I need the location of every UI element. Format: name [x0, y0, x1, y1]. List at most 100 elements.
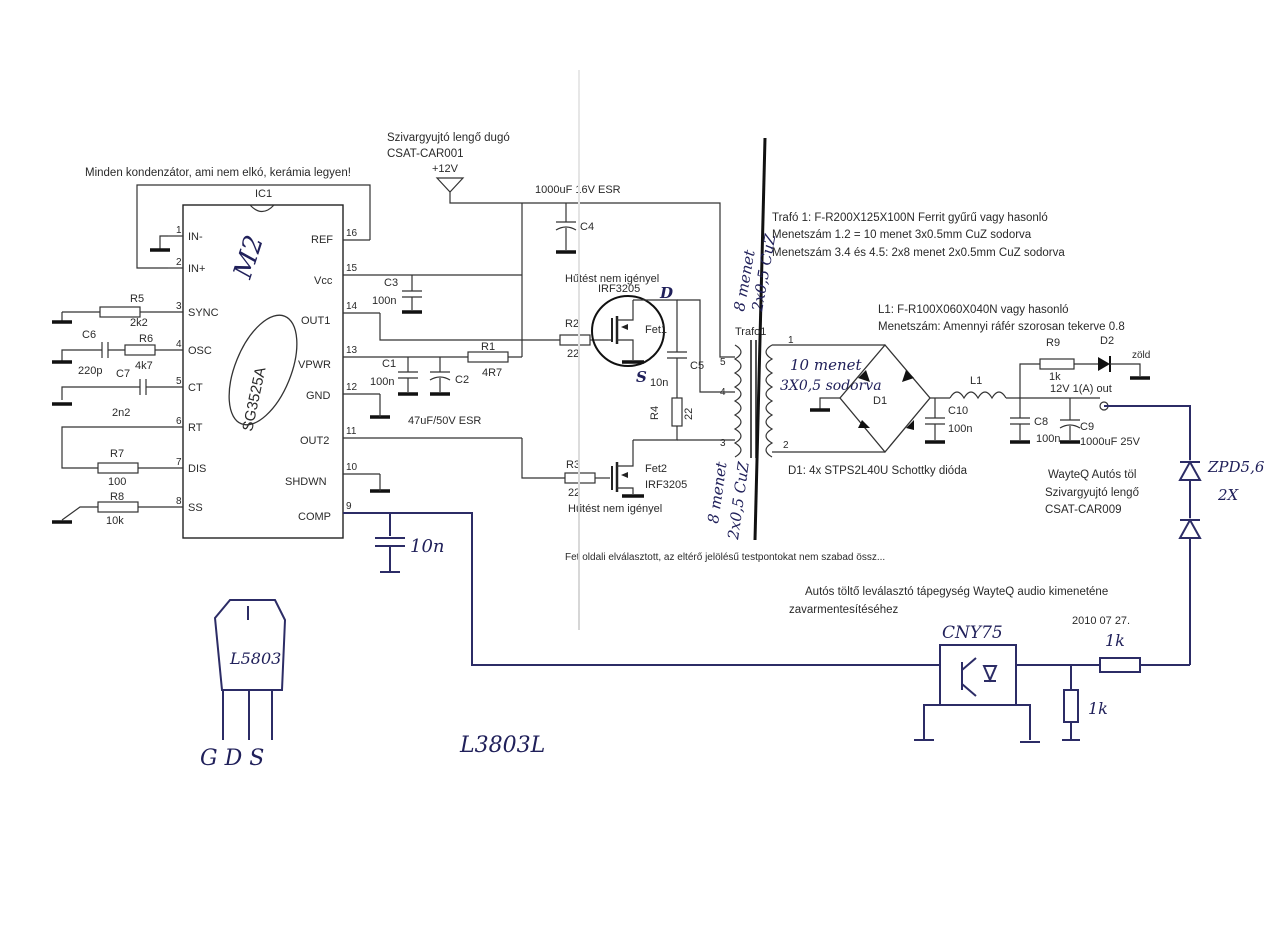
ic1-hand-circle — [228, 314, 298, 426]
supply-label: +12V — [432, 163, 459, 175]
fet2-ref: Fet2 — [645, 463, 667, 475]
c3-capacitor — [402, 275, 422, 310]
pin5-name: CT — [188, 382, 203, 394]
hand-regulator-label: L5803 — [229, 649, 281, 668]
c5-value: 10n — [650, 377, 668, 389]
hand-shunt-resistor-label: 1k — [1088, 699, 1108, 718]
r3-resistor — [564, 472, 596, 484]
paper-fold-line — [578, 70, 580, 630]
pin7-num: 7 — [176, 457, 182, 468]
c3-value: 100n — [372, 295, 396, 307]
fet2-cooling-note: Hűtést nem igényel — [568, 503, 662, 515]
comp-feedback-wire — [343, 512, 940, 666]
c7-value: 2n2 — [112, 407, 130, 419]
r6-ref: R6 — [139, 333, 153, 345]
trafo-pin3: 3 — [720, 438, 726, 449]
trafo-pin5: 5 — [720, 357, 726, 368]
c1-ref: C1 — [382, 358, 396, 370]
pin3-name: SYNC — [188, 307, 219, 319]
c9-ref: C9 — [1080, 421, 1094, 433]
hand-regulator-sketch — [213, 599, 287, 740]
r4-ref: R4 — [649, 406, 661, 420]
led-ground-wire — [1110, 363, 1141, 376]
capacitor-note: Minden kondenzátor, ami nem elkó, kerámi… — [85, 167, 351, 179]
out2-wire — [521, 438, 565, 479]
r2-value: 22 — [567, 348, 579, 360]
c2-ref: C2 — [455, 374, 469, 386]
pin5-num: 5 — [176, 376, 182, 387]
pin11-num: 11 — [346, 426, 357, 437]
pin16-name: REF — [311, 234, 333, 246]
c1-value: 100n — [370, 376, 394, 388]
led-branch-wire — [1019, 363, 1040, 398]
pin16-num: 16 — [346, 228, 358, 239]
opto-cathode-wire — [1016, 704, 1031, 740]
pin2-name: IN+ — [188, 263, 205, 275]
pin12-name: GND — [306, 390, 331, 402]
c6-value: 220p — [78, 365, 102, 377]
hand-opto-label: CNY75 — [942, 623, 1003, 643]
r8-value: 10k — [106, 515, 124, 527]
source-note-line3: CSAT-CAR009 — [1045, 504, 1121, 516]
pin14-num: 14 — [346, 301, 358, 312]
r9-resistor — [1039, 358, 1075, 370]
r1-ref: R1 — [481, 341, 495, 353]
opto-emitter-wire — [923, 704, 940, 740]
bridge-ground-wire — [819, 397, 840, 410]
c9-value: 1000uF 25V — [1080, 436, 1141, 448]
pin10-num: 10 — [346, 462, 358, 473]
hand-shunt-resistor — [1063, 689, 1079, 723]
pin15-num: 15 — [346, 263, 358, 274]
plug-label-line2: CSAT-CAR001 — [387, 148, 463, 160]
hand-source-label: S — [636, 368, 647, 386]
r9-ref: R9 — [1046, 337, 1060, 349]
c9-capacitor — [1059, 398, 1081, 440]
pin9-num: 9 — [346, 501, 352, 512]
c8-value: 100n — [1036, 433, 1060, 445]
l1-note-line2: Menetszám: Amennyi ráfér szorosan tekerv… — [878, 321, 1125, 333]
hand-zener-label: ZPD5,6 — [1207, 458, 1265, 476]
c2-value: 47uF/50V ESR — [408, 415, 481, 427]
trafo-note-line2: Menetszám 1.2 = 10 menet 3x0.5mm CuZ sod… — [772, 229, 1032, 241]
c6-ref: C6 — [82, 329, 96, 341]
c7-capacitor — [61, 379, 150, 400]
trafo1-ref: Trafo1 — [735, 326, 766, 338]
pin10-name: SHDWN — [285, 476, 327, 488]
opto-anode-wire — [1015, 645, 1100, 666]
c1-capacitor — [398, 357, 418, 392]
c6-capacitor — [61, 342, 160, 362]
pin15-name: Vcc — [314, 275, 333, 287]
isolation-barrier-line — [753, 137, 767, 541]
l1-note-line1: L1: F-R100X060X040N vagy hasonló — [878, 304, 1069, 316]
c7-ref: C7 — [116, 368, 130, 380]
r7-resistor — [61, 426, 160, 474]
pin11-name: OUT2 — [300, 435, 329, 447]
r3-ref: R3 — [566, 459, 580, 471]
supply-terminal — [435, 177, 465, 193]
pin12-num: 12 — [346, 382, 358, 393]
out1-wire — [379, 313, 560, 341]
d1-ref: D1 — [873, 395, 887, 407]
hand-series-resistor — [1099, 657, 1141, 673]
zener-diodes — [1178, 459, 1202, 665]
pin14-name: OUT1 — [301, 315, 330, 327]
ic1-body — [182, 204, 344, 539]
hand-comp-cap-label: 10n — [410, 536, 445, 557]
output-label: 12V 1(A) out — [1050, 383, 1112, 395]
c8-ref: C8 — [1034, 416, 1048, 428]
r5-resistor — [61, 306, 150, 322]
optocoupler-cny75 — [939, 644, 1017, 706]
source-note-line2: Szivargyujtó lengő — [1045, 487, 1139, 499]
trafo-pin2: 2 — [783, 440, 789, 451]
pin6-num: 6 — [176, 416, 182, 427]
r1-resistor — [467, 351, 509, 363]
fet1-cooling-note: Hűtést nem igényel — [565, 273, 659, 285]
pin1-num: 1 — [176, 225, 182, 236]
r5-ref: R5 — [130, 293, 144, 305]
ic1-ref: IC1 — [255, 188, 272, 200]
supply-rail-wire — [449, 192, 735, 358]
isolation-warning: Fet oldali elválasztott, az eltérő jelöl… — [565, 552, 885, 563]
d2-ref: D2 — [1100, 335, 1114, 347]
